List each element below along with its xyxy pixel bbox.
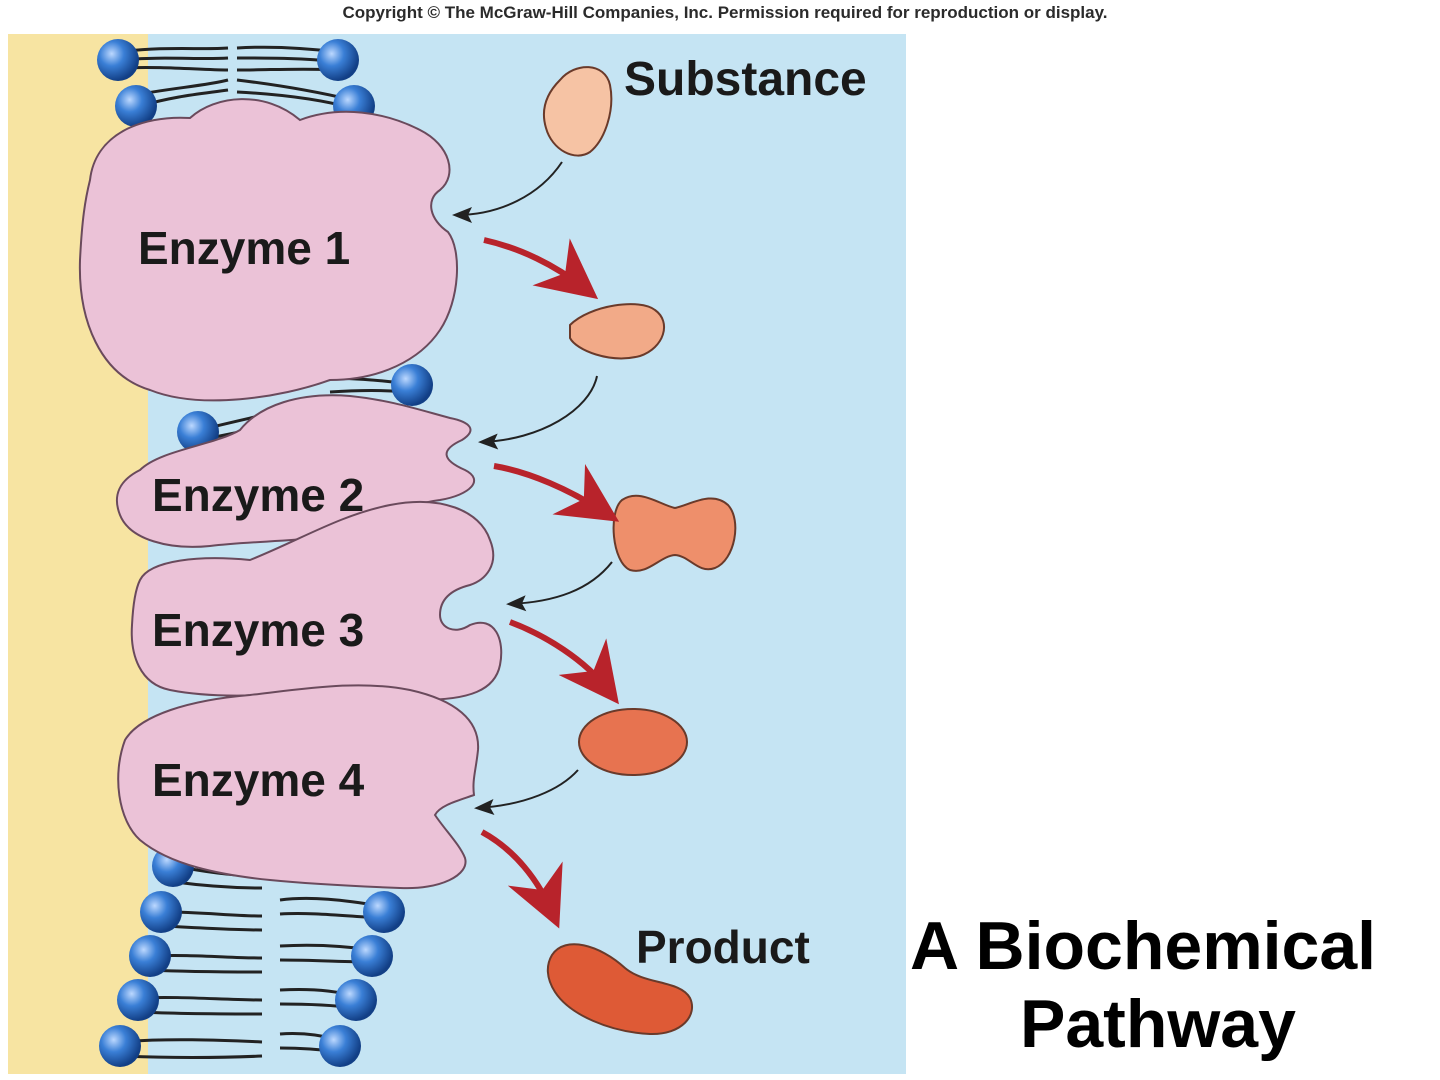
enzyme-4-label: Enzyme 4 — [152, 754, 365, 806]
lipid-head — [363, 891, 405, 933]
intermediate-molecule-2 — [612, 494, 737, 572]
copyright-notice: Copyright © The McGraw-Hill Companies, I… — [342, 3, 1108, 22]
product-label: Product — [636, 921, 810, 973]
enzyme-4-shape — [117, 684, 480, 890]
enzyme-1-shape — [78, 98, 458, 402]
enzyme-3-label: Enzyme 3 — [152, 604, 365, 656]
lipid-head — [140, 891, 182, 933]
diagram-title-line-2: Pathway — [1020, 986, 1296, 1062]
reaction-arrows — [480, 237, 620, 929]
binding-arrow-3 — [506, 561, 613, 612]
enzyme-2-label: Enzyme 2 — [152, 469, 365, 521]
intermediate-molecule-1 — [569, 303, 665, 360]
reaction-arrow-3 — [508, 619, 619, 705]
binding-arrow-4 — [474, 769, 579, 815]
lipid-head — [117, 979, 159, 1021]
lipid-head — [99, 1025, 141, 1067]
lipid-head — [115, 85, 157, 127]
diagram-title-line-1: A Biochemical — [910, 908, 1377, 984]
reaction-arrow-1 — [483, 237, 599, 300]
lipid-head — [335, 979, 377, 1021]
binding-arrow-1 — [452, 161, 563, 223]
product-molecule — [546, 943, 693, 1036]
substance-label: Substance — [624, 53, 867, 106]
lipid-head — [317, 39, 359, 81]
enzyme-1-label: Enzyme 1 — [138, 222, 351, 274]
binding-arrows — [452, 161, 613, 815]
reaction-arrow-4 — [480, 829, 563, 929]
molecules — [542, 66, 737, 1036]
intermediate-molecule-3 — [578, 708, 688, 776]
enzymes — [78, 98, 503, 890]
lipid-head — [319, 1025, 361, 1067]
lipid-head — [129, 935, 171, 977]
binding-arrow-2 — [478, 375, 598, 450]
lipid-head — [97, 39, 139, 81]
lipid-head — [351, 935, 393, 977]
lipid-head — [391, 364, 433, 406]
substance-molecule — [542, 66, 613, 157]
reaction-arrow-2 — [493, 463, 620, 522]
enzyme-3-shape — [130, 501, 503, 702]
